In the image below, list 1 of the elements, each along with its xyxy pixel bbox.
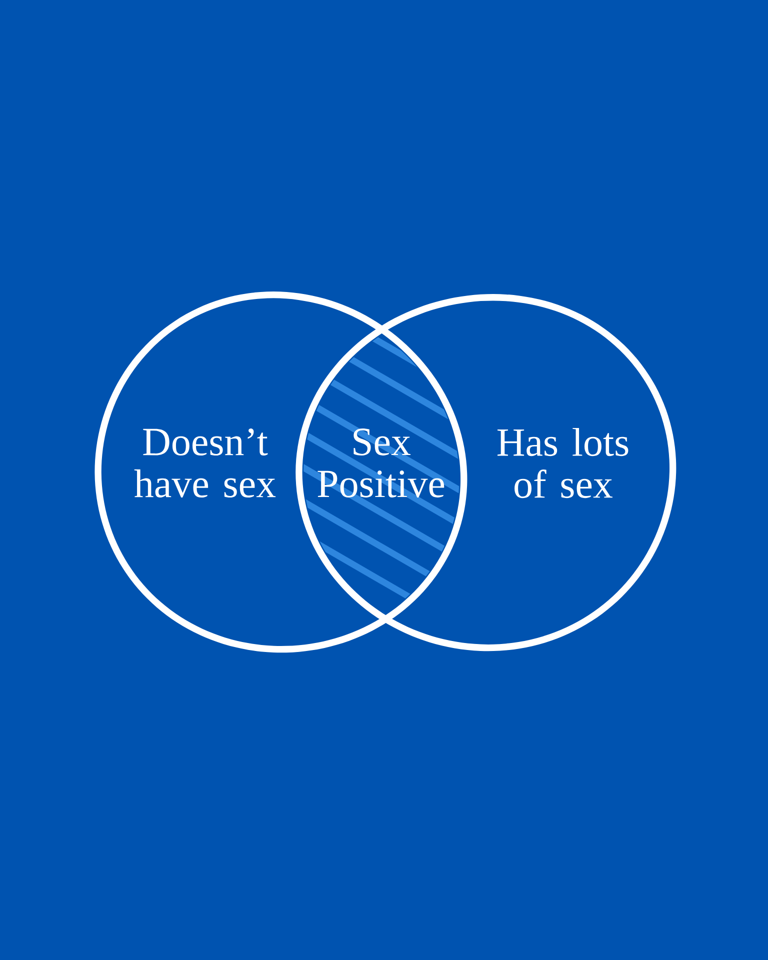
- hatched-overlap: Sex Positive: [304, 302, 460, 644]
